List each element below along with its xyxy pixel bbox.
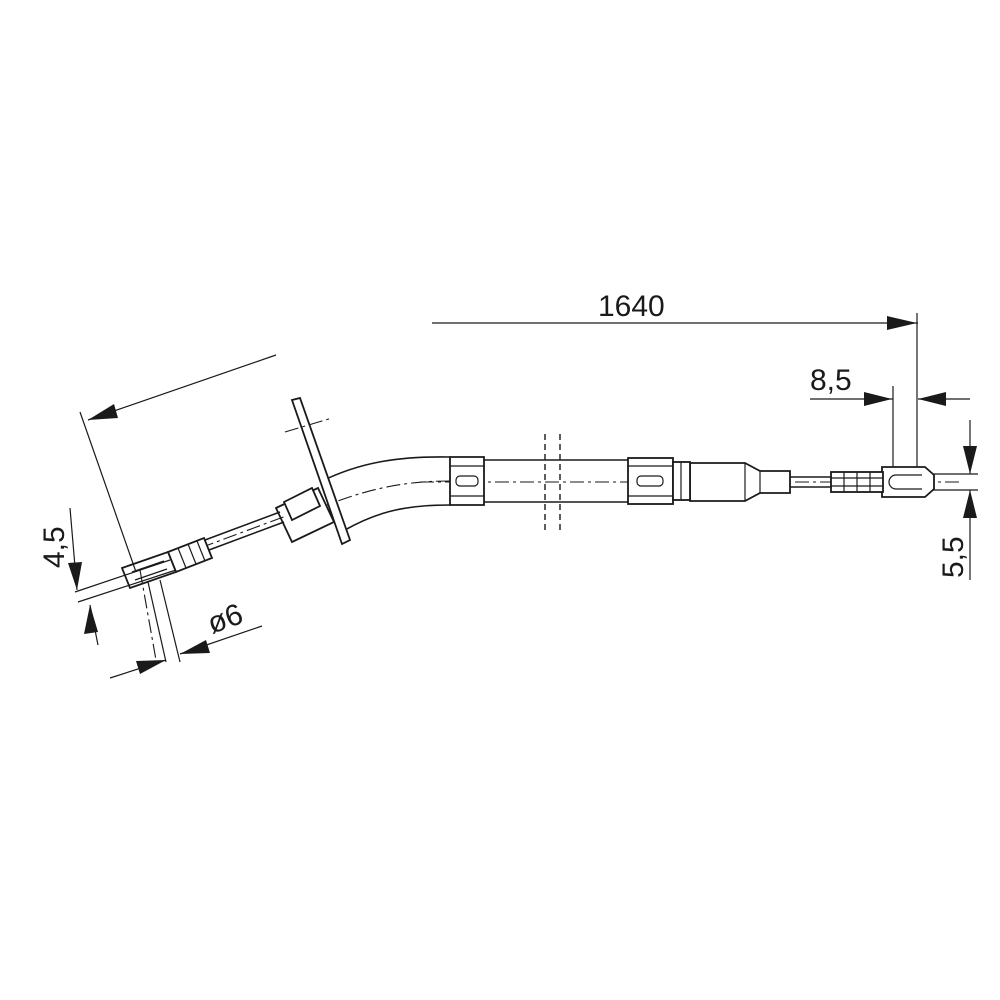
dimension-label-diameter-6: ø6 <box>203 598 247 641</box>
inner-cable-left <box>199 511 287 551</box>
right-ribbed-fitting <box>627 457 691 505</box>
dimension-left-eye-offset: 4,5 <box>38 507 99 646</box>
right-tapered-sleeve <box>689 462 791 502</box>
dimension-label-4-5: 4,5 <box>38 526 71 568</box>
outer-sheath-straight <box>484 434 628 530</box>
right-eye-terminal <box>881 466 935 498</box>
dimension-overall-length: 1640 <box>432 290 918 488</box>
right-crimp-ferrule <box>830 471 884 493</box>
middle-ribbed-fitting <box>449 456 485 506</box>
dimension-left-eye-diameter: ø6 <box>109 598 263 679</box>
mounting-bracket <box>284 396 352 546</box>
dimension-label-8-5: 8,5 <box>810 364 852 397</box>
left-sheath-end-fitting <box>274 486 336 544</box>
dimension-label-1640: 1640 <box>598 290 665 323</box>
left-eye-construction-lines <box>74 559 181 663</box>
dimension-right-eye-offset: 5,5 <box>930 420 978 580</box>
dimension-right-eye-width: 8,5 <box>810 364 970 470</box>
dimension-label-5-5: 5,5 <box>937 536 970 578</box>
dimension-overall-left-extension <box>79 354 277 573</box>
inner-cable-right <box>790 476 831 488</box>
left-eye-terminal <box>120 550 178 590</box>
